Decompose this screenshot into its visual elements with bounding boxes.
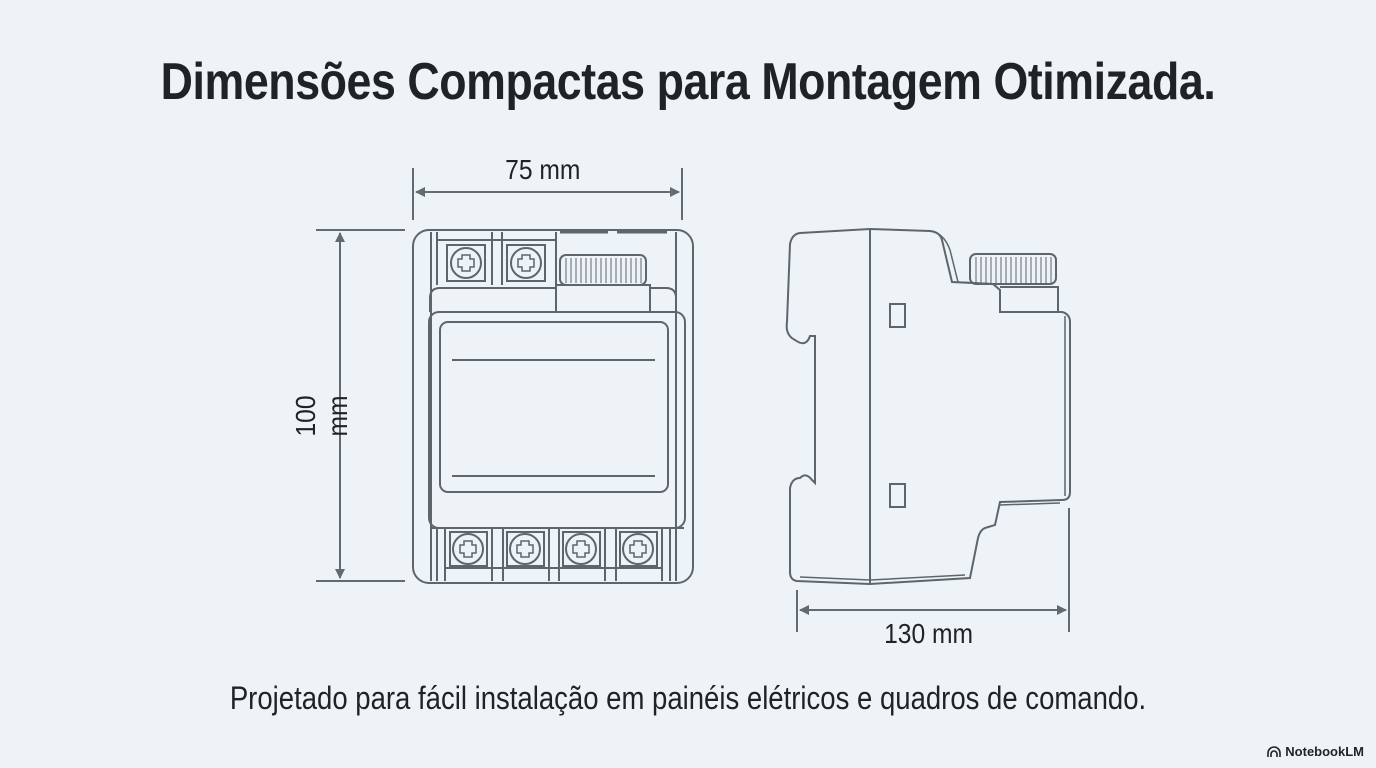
depth-dimension-line <box>796 508 1070 632</box>
height-dimension-line <box>316 229 405 582</box>
front-view <box>412 229 694 584</box>
brand-watermark: NotebookLM <box>1267 744 1364 759</box>
height-dimension-label: 100 mm <box>290 395 353 437</box>
caption: Projetado para fácil instalação em painé… <box>229 680 1147 716</box>
width-dimension-line <box>412 168 683 220</box>
page-title: Dimensões Compactas para Montagem Otimiz… <box>160 53 1216 111</box>
depth-dimension-label: 130 mm <box>884 618 974 649</box>
notebooklm-logo-icon <box>1267 745 1282 757</box>
side-view <box>785 227 1071 586</box>
brand-name: NotebookLM <box>1285 744 1364 759</box>
width-dimension-label: 75 mm <box>505 154 581 185</box>
